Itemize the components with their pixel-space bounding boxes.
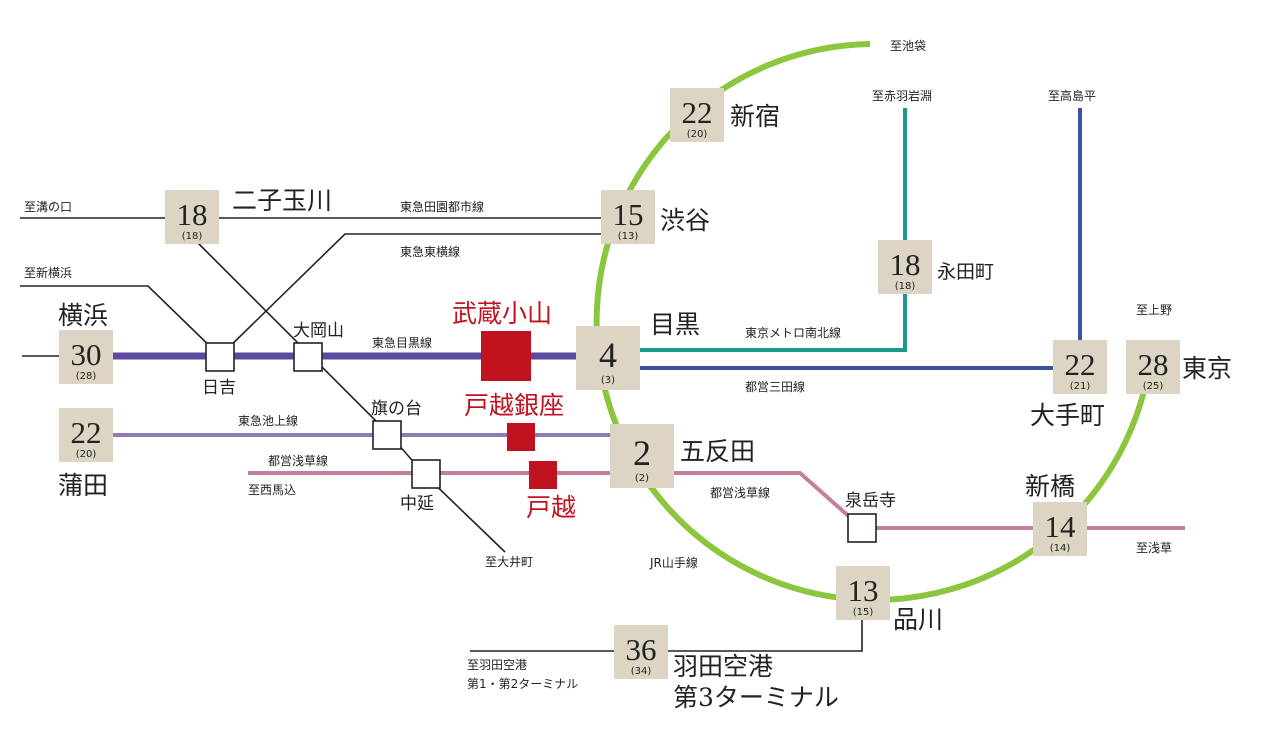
otemachi-minutes: 22 xyxy=(1065,347,1096,382)
asakusa-line xyxy=(248,471,1185,530)
sengakuji-marker xyxy=(847,513,877,543)
shibuya-sub: (13) xyxy=(618,231,639,242)
yokohama-label: 横浜 xyxy=(58,301,108,330)
gotanda-time-box: 2 (2) xyxy=(610,424,674,488)
tokyo-time-box: 28 (25) xyxy=(1126,340,1180,394)
shimbashi-label: 新橋 xyxy=(1025,472,1075,501)
tokyo-minutes: 28 xyxy=(1138,347,1169,382)
kamata-label: 蒲田 xyxy=(58,471,108,500)
shimbashi-minutes: 14 xyxy=(1045,509,1077,544)
shibuya-time-box: 15 (13) xyxy=(601,190,655,244)
togoshiginza-marker xyxy=(507,423,535,451)
nagatacho-time-box: 18 (18) xyxy=(878,240,932,294)
tokyo-sub: (25) xyxy=(1143,381,1164,392)
meguro-line-label: 東急目黒線 xyxy=(372,335,432,350)
musashikoyama-label: 武蔵小山 xyxy=(452,299,552,328)
nakanobu-marker xyxy=(411,459,441,489)
meguro-sub: (3) xyxy=(601,375,615,386)
to-oimachi-label: 至大井町 xyxy=(485,555,533,569)
haneda-time-box: 36 (34) xyxy=(614,625,668,679)
to-haneda-t12-label-line2: 第1・第2ターミナル xyxy=(467,677,578,691)
otemachi-time-box: 22 (21) xyxy=(1053,340,1107,394)
kamata-minutes: 22 xyxy=(71,415,102,450)
musashikoyama-marker xyxy=(481,331,531,381)
to-takashimadaira-label: 至高島平 xyxy=(1048,88,1096,103)
yokohama-minutes: 30 xyxy=(71,337,102,372)
futakotamagawa-sub: (18) xyxy=(182,231,203,242)
haneda-label-line1: 羽田空港 xyxy=(673,652,773,681)
togoshiginza-label: 戸越銀座 xyxy=(464,391,564,420)
oimachi-line xyxy=(194,239,506,553)
shimbashi-sub: (14) xyxy=(1050,543,1071,554)
toyoko-line-label: 東急東横線 xyxy=(400,244,460,259)
shinagawa-sub: (15) xyxy=(853,607,874,618)
futakotamagawa-time-box: 18 (18) xyxy=(165,190,219,244)
to-asakusa-label: 至浅草 xyxy=(1136,541,1172,555)
asakusa-line-label-west: 都営浅草線 xyxy=(268,453,328,468)
denentoshi-line-label: 東急田園都市線 xyxy=(400,199,484,214)
to-mizonokuchi-label: 至溝の口 xyxy=(24,200,72,214)
shinjuku-label: 新宿 xyxy=(730,102,780,131)
gotanda-sub: (2) xyxy=(635,473,649,484)
mita-line-label: 都営三田線 xyxy=(745,379,805,394)
hiyoshi-marker xyxy=(205,342,235,372)
tokyo-label: 東京 xyxy=(1182,354,1232,383)
toyoko-line xyxy=(219,233,630,357)
hatanodai-label: 旗の台 xyxy=(371,399,422,419)
shinyokohama-line xyxy=(20,285,221,357)
haneda-label-line2: 第3ターミナル xyxy=(673,683,839,712)
meguro-minutes: 4 xyxy=(599,335,617,375)
gotanda-label: 五反田 xyxy=(680,437,755,466)
nagatacho-sub: (18) xyxy=(895,281,916,292)
togoshi-marker xyxy=(529,461,557,489)
haneda-minutes: 36 xyxy=(626,632,657,667)
shinagawa-time-box: 13 (15) xyxy=(836,566,890,620)
meguro-time-box: 4 (3) xyxy=(576,326,640,390)
gotanda-minutes: 2 xyxy=(633,433,651,473)
to-haneda-t12-label-line1: 至羽田空港 xyxy=(467,658,527,672)
nagatacho-label: 永田町 xyxy=(937,261,994,283)
shinjuku-minutes: 22 xyxy=(682,95,713,130)
haneda-sub: (34) xyxy=(631,666,652,677)
nakanobu-label: 中延 xyxy=(400,494,434,514)
yokohama-time-box: 30 (28) xyxy=(59,330,113,384)
asakusa-line-label-east: 都営浅草線 xyxy=(710,485,770,500)
to-shinyokohama-label: 至新横浜 xyxy=(24,265,72,280)
shinagawa-minutes: 13 xyxy=(848,573,879,608)
ikegami-line-label: 東急池上線 xyxy=(238,413,298,428)
ookayama-label: 大岡山 xyxy=(293,321,344,341)
hiyoshi-label: 日吉 xyxy=(202,378,236,398)
togoshi-label: 戸越 xyxy=(526,493,576,522)
futakotamagawa-label: 二子玉川 xyxy=(232,186,332,215)
to-ikebukuro-label: 至池袋 xyxy=(890,39,926,53)
nagatacho-minutes: 18 xyxy=(890,247,921,282)
hatanodai-marker xyxy=(372,420,402,450)
otemachi-sub: (21) xyxy=(1070,381,1091,392)
shimbashi-time-box: 14 (14) xyxy=(1033,502,1087,556)
to-nishimagome-label: 至西馬込 xyxy=(248,483,296,497)
to-akabaneiwabuchi-label: 至赤羽岩淵 xyxy=(872,88,932,103)
futakotamagawa-minutes: 18 xyxy=(177,197,208,232)
ookayama-marker xyxy=(293,342,323,372)
meguro-label: 目黒 xyxy=(650,310,700,339)
otemachi-label: 大手町 xyxy=(1030,401,1105,430)
yamanote-line-label: JR山手線 xyxy=(649,555,698,570)
namboku-line xyxy=(640,108,907,352)
kamata-sub: (20) xyxy=(76,449,97,460)
yokohama-sub: (28) xyxy=(76,371,97,382)
namboku-line-label: 東京メトロ南北線 xyxy=(745,325,841,340)
shinagawa-label: 品川 xyxy=(893,605,943,634)
shinjuku-time-box: 22 (20) xyxy=(670,88,724,142)
to-ueno-label: 至上野 xyxy=(1136,303,1172,317)
shibuya-label: 渋谷 xyxy=(660,206,710,235)
shinjuku-sub: (20) xyxy=(687,129,708,140)
sengakuji-label: 泉岳寺 xyxy=(845,491,896,511)
kamata-time-box: 22 (20) xyxy=(59,408,113,462)
shibuya-minutes: 15 xyxy=(613,197,644,232)
